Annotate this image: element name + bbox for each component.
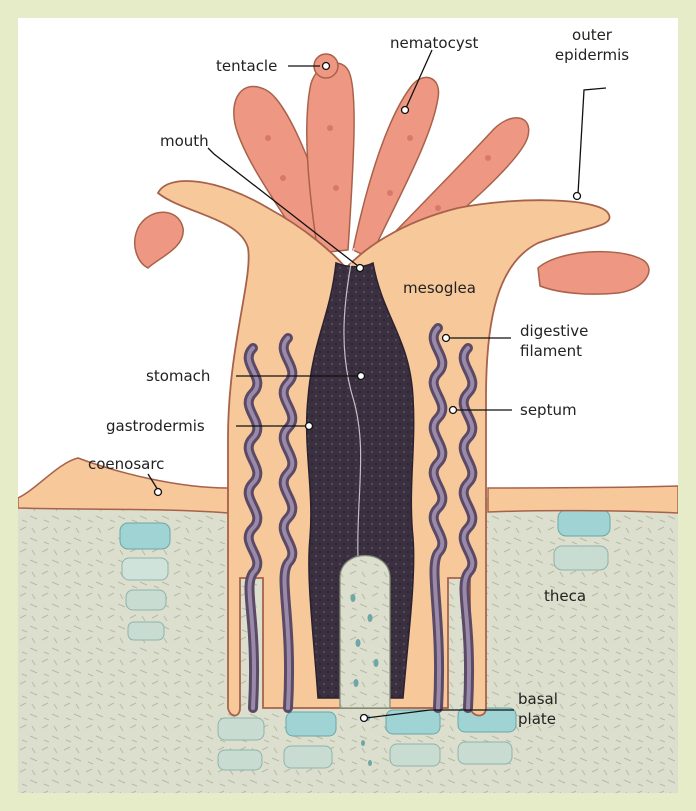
label-nematocyst: nematocyst xyxy=(390,34,479,52)
label-plate: plate xyxy=(518,710,556,728)
label-digestive: digestive xyxy=(520,322,588,340)
label-basal: basal xyxy=(518,690,558,708)
label-filament: filament xyxy=(520,342,582,360)
label-epidermis: epidermis xyxy=(555,46,629,64)
diagram-panel: tentacle nematocyst outer epidermis mout… xyxy=(18,18,678,793)
label-gastrodermis: gastrodermis xyxy=(106,417,205,435)
label-theca: theca xyxy=(544,587,586,605)
label-septum: septum xyxy=(520,401,577,419)
label-outer: outer xyxy=(572,26,613,44)
label-mesoglea: mesoglea xyxy=(403,279,476,297)
label-coenosarc: coenosarc xyxy=(88,455,164,473)
label-mouth: mouth xyxy=(160,132,209,150)
label-stomach: stomach xyxy=(146,367,210,385)
coral-polyp-diagram: tentacle nematocyst outer epidermis mout… xyxy=(18,18,678,793)
label-tentacle: tentacle xyxy=(216,57,277,75)
